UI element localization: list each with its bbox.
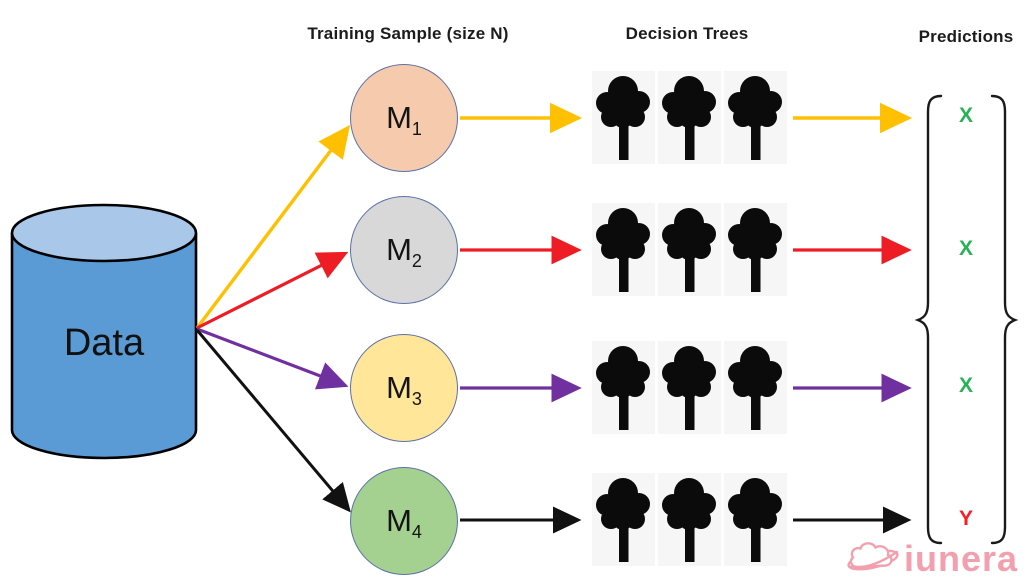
column-header-training-sample: Training Sample (size N): [307, 24, 509, 43]
arrow-data-to-m2: [196, 251, 349, 330]
tree-tile: [658, 341, 721, 434]
tree-tile: [592, 203, 655, 296]
prediction-value-m3: X: [958, 374, 973, 397]
model-label: M2: [386, 232, 422, 272]
decision-tree-group-m4: [592, 473, 788, 566]
prediction-value-m2: X: [958, 237, 973, 260]
model-label: M1: [386, 100, 422, 140]
model-circle-m2: M2: [350, 196, 458, 304]
tree-tile: [658, 203, 721, 296]
tree-tile: [724, 71, 787, 164]
data-source-label: Data: [63, 322, 145, 364]
decision-tree-group-m1: [592, 71, 788, 164]
model-circle-m1: M1: [350, 64, 458, 172]
left-curly-brace: [914, 94, 943, 545]
arrow-data-to-m3: [196, 327, 349, 390]
arrow-data-to-m4: [195, 329, 351, 513]
column-header-decision-trees: Decision Trees: [625, 24, 749, 43]
prediction-value-m4: Y: [958, 507, 973, 530]
model-label: M3: [386, 370, 422, 410]
decision-tree-group-m2: [592, 203, 788, 296]
cloud-ring-icon: [847, 542, 899, 571]
iunera-logo: iunera: [846, 538, 1018, 580]
model-circle-m4: M4: [350, 467, 458, 575]
column-header-predictions: Predictions: [918, 27, 1014, 46]
tree-tile: [592, 473, 655, 566]
tree-tile: [724, 341, 787, 434]
tree-tile: [592, 71, 655, 164]
tree-tile: [592, 341, 655, 434]
prediction-value-m1: X: [958, 104, 973, 127]
right-curly-brace: [990, 94, 1019, 545]
tree-tile: [724, 203, 787, 296]
arrow-data-to-m1: [195, 124, 351, 330]
tree-tile: [658, 473, 721, 566]
model-circle-m3: M3: [350, 334, 458, 442]
iunera-logo-text: iunera: [904, 538, 1019, 579]
tree-tile: [724, 473, 787, 566]
model-label: M4: [386, 503, 422, 543]
data-cylinder-icon: [8, 200, 200, 469]
decision-tree-group-m3: [592, 341, 788, 434]
tree-tile: [658, 71, 721, 164]
